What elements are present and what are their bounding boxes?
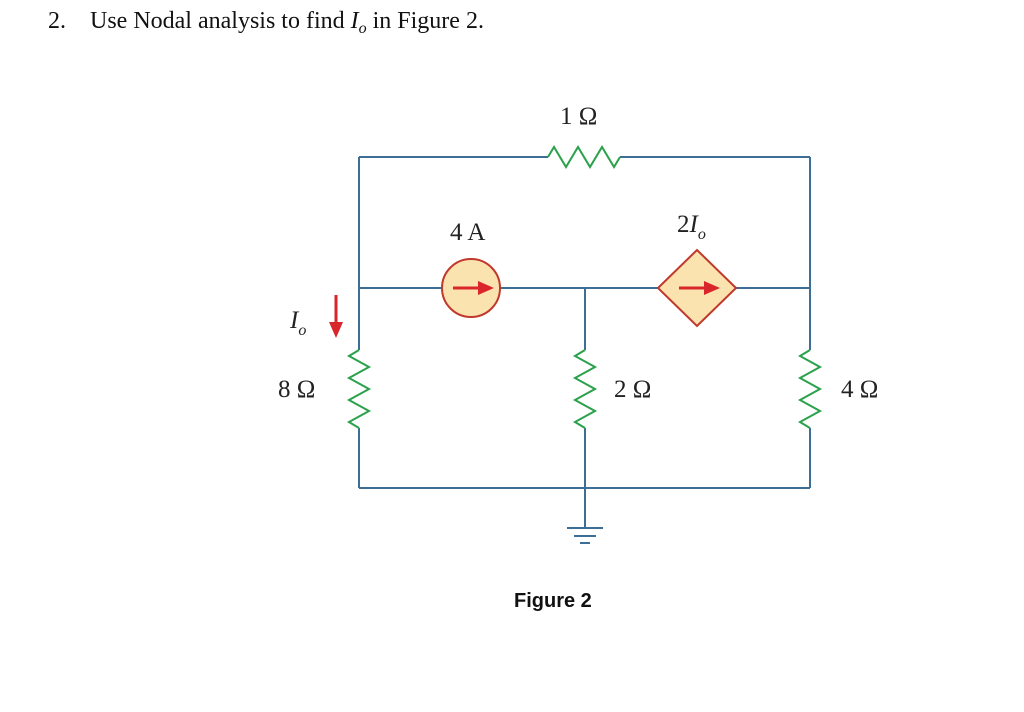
resistor-8-ohm <box>346 349 372 429</box>
label-dependent-source: 2Io <box>677 211 706 243</box>
current-io-arrow <box>329 295 343 338</box>
label-r-top: 1 Ω <box>560 103 597 130</box>
resistor-1-ohm <box>547 145 621 169</box>
question-var-main: I <box>350 8 359 34</box>
independent-current-source <box>441 258 501 318</box>
question-text-before: Use Nodal analysis to find <box>90 8 351 34</box>
dependent-coeff: 2 <box>677 211 690 238</box>
io-sub: o <box>298 322 306 339</box>
label-r-right: 4 Ω <box>841 376 878 403</box>
question-var-sub: o <box>358 20 367 37</box>
ground-symbol <box>567 527 603 544</box>
resistor-4-ohm <box>797 349 823 429</box>
right-arrow-icon <box>704 281 720 295</box>
question-text-after: in Figure 2. <box>366 8 484 34</box>
figure-caption: Figure 2 <box>514 590 592 612</box>
label-4a-source: 4 A <box>450 219 485 246</box>
question-text: 2. Use Nodal analysis to find Io in Figur… <box>48 8 484 37</box>
resistors <box>346 145 823 429</box>
io-main: I <box>289 307 300 334</box>
dependent-current-source <box>656 248 738 328</box>
label-io: Io <box>289 307 306 339</box>
right-arrow-icon <box>478 281 494 295</box>
label-r-middle: 2 Ω <box>614 376 651 403</box>
dependent-var: I <box>689 211 700 238</box>
wires <box>358 156 811 528</box>
dependent-sub: o <box>698 226 706 243</box>
label-r-left: 8 Ω <box>278 376 315 403</box>
question-number: 2. <box>48 8 66 34</box>
resistor-2-ohm <box>572 349 598 429</box>
down-arrow-icon <box>329 322 343 338</box>
